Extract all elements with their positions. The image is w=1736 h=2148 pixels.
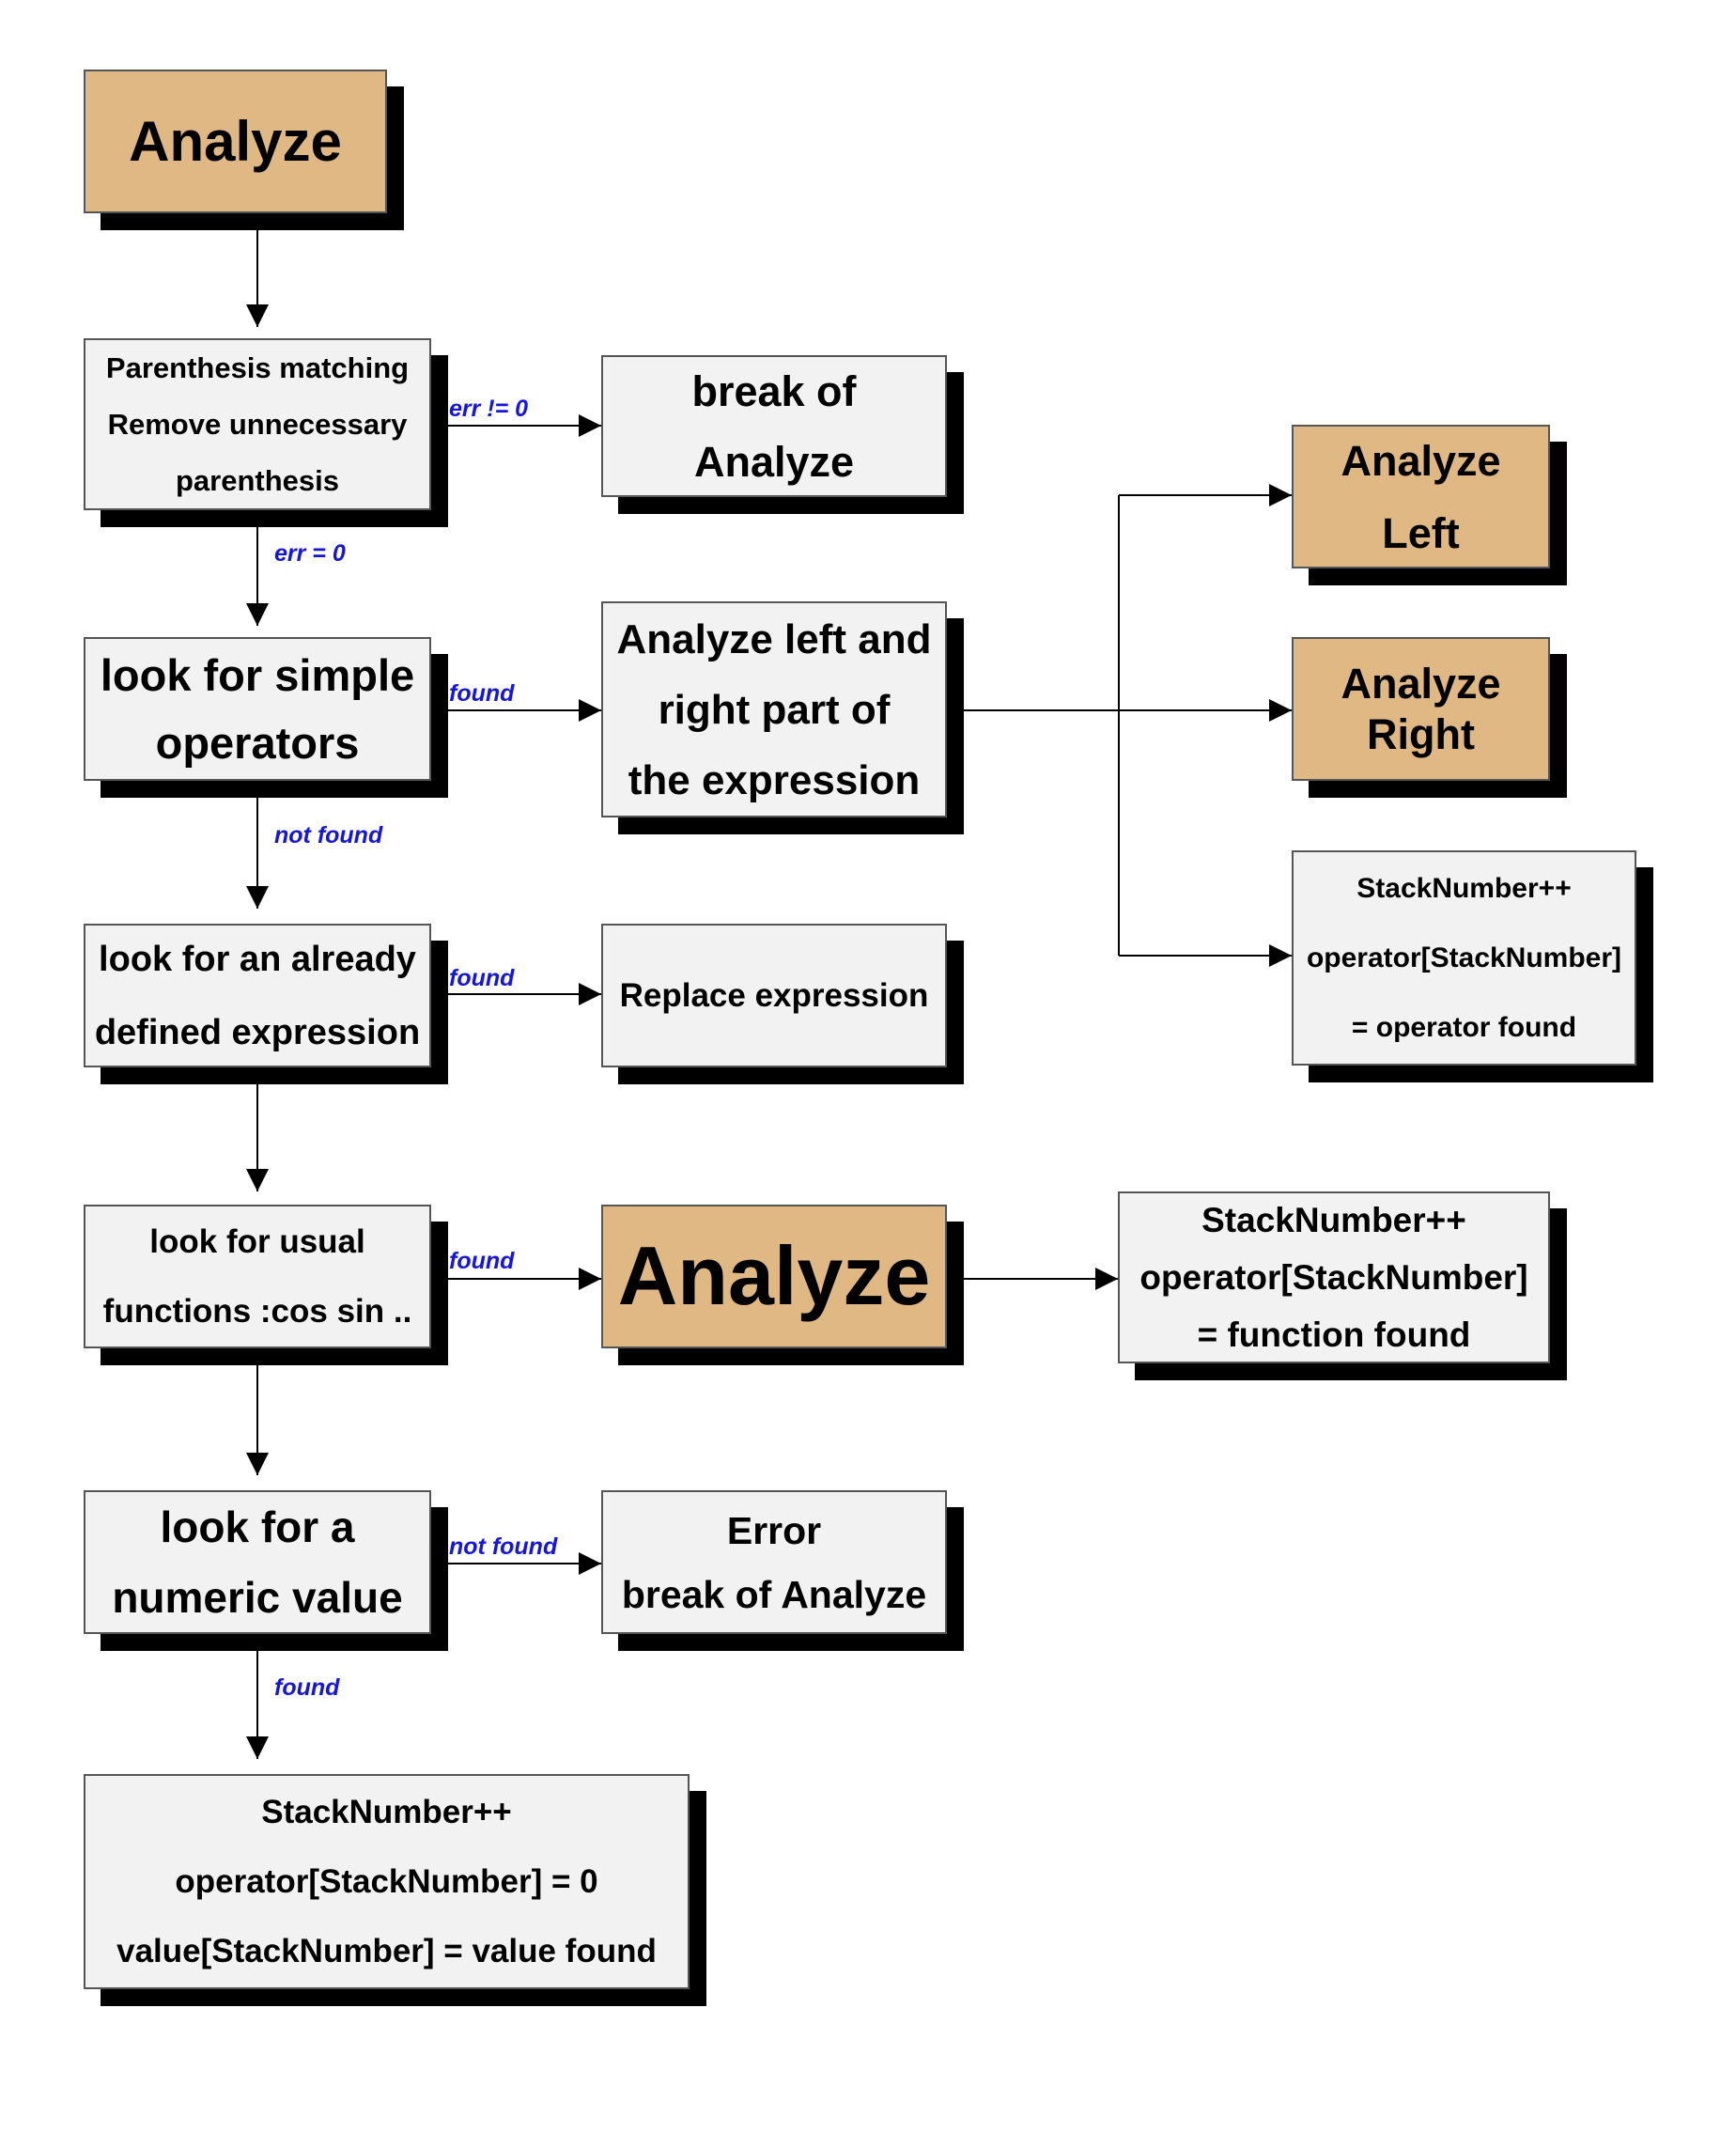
analyze-left-node: Analyze Left [1292,425,1550,568]
defined-expression-node: look for an already defined expression [84,924,431,1067]
node-line: Analyze [1341,659,1501,708]
node-line: StackNumber++ [261,1793,512,1830]
edge-label-err-not-zero: err != 0 [449,396,529,422]
node-line: operator[StackNumber] [1306,942,1622,973]
node-line: break of Analyze [621,1572,927,1616]
edge-label-err-zero: err = 0 [274,540,346,567]
node-line: Analyze [1341,436,1501,485]
usual-functions-node: look for usual functions :cos sin .. [84,1205,431,1348]
node-line: parenthesis [175,463,339,497]
node-line: operators [155,717,360,768]
analyze-recursive-node: Analyze [601,1205,947,1348]
node-line: functions :cos sin .. [102,1292,412,1330]
node-line: Remove unnecessary [107,407,408,441]
stack-function-node: StackNumber++ operator[StackNumber] = fu… [1118,1191,1550,1363]
edge-label-not-found-operators: not found [274,822,383,848]
edge-label-found-operators: found [449,680,515,707]
node-line: defined expression [94,1012,421,1052]
stack-value-node: StackNumber++ operator[StackNumber] = 0 … [84,1774,690,1989]
stack-operator-node: StackNumber++ operator[StackNumber] = op… [1292,850,1636,1066]
replace-expression-node: Replace expression [601,924,947,1067]
node-line: look for usual [149,1222,365,1260]
node-line: Parenthesis matching [105,350,410,384]
node-line: Analyze [617,1229,931,1323]
node-line: right part of [658,686,891,733]
node-line: numeric value [112,1572,403,1622]
node-line: value[StackNumber] = value found [116,1932,657,1969]
break-of-analyze-node: break of Analyze [601,355,947,497]
node-line: = function found [1197,1315,1471,1354]
error-node: Error break of Analyze [601,1490,947,1634]
edge-label-not-found-numeric: not found [449,1533,558,1560]
analyze-right-node: Analyze Right [1292,637,1550,781]
parenthesis-node: Parenthesis matching Remove unnecessary … [84,338,431,510]
edge-label-found-defined: found [449,965,515,991]
node-line: Left [1382,508,1460,557]
node-line: operator[StackNumber] = 0 [175,1862,598,1900]
node-line: Analyze [693,437,855,486]
edge-label-found-numeric: found [274,1674,340,1701]
analyze-left-right-node: Analyze left and right part of the expre… [601,601,947,817]
node-line: operator[StackNumber] [1139,1258,1528,1297]
node-line: the expression [628,756,921,803]
node-line: StackNumber++ [1356,872,1572,904]
node-line: Error [726,1508,822,1552]
numeric-value-node: look for a numeric value [84,1490,431,1634]
node-line: look for a [160,1502,355,1551]
edge-label-found-functions: found [449,1248,515,1274]
node-line: Analyze [129,109,342,173]
node-line: Replace expression [619,976,929,1014]
node-line: Analyze left and [616,615,932,662]
simple-operators-node: look for simple operators [84,637,431,781]
node-line: StackNumber++ [1201,1201,1466,1239]
node-line: Right [1367,709,1475,758]
node-line: look for an already [99,939,416,979]
node-line: look for simple [100,649,415,700]
node-line: = operator found [1351,1011,1577,1043]
analyze-start-node: Analyze [84,70,387,213]
node-line: break of [691,366,857,415]
